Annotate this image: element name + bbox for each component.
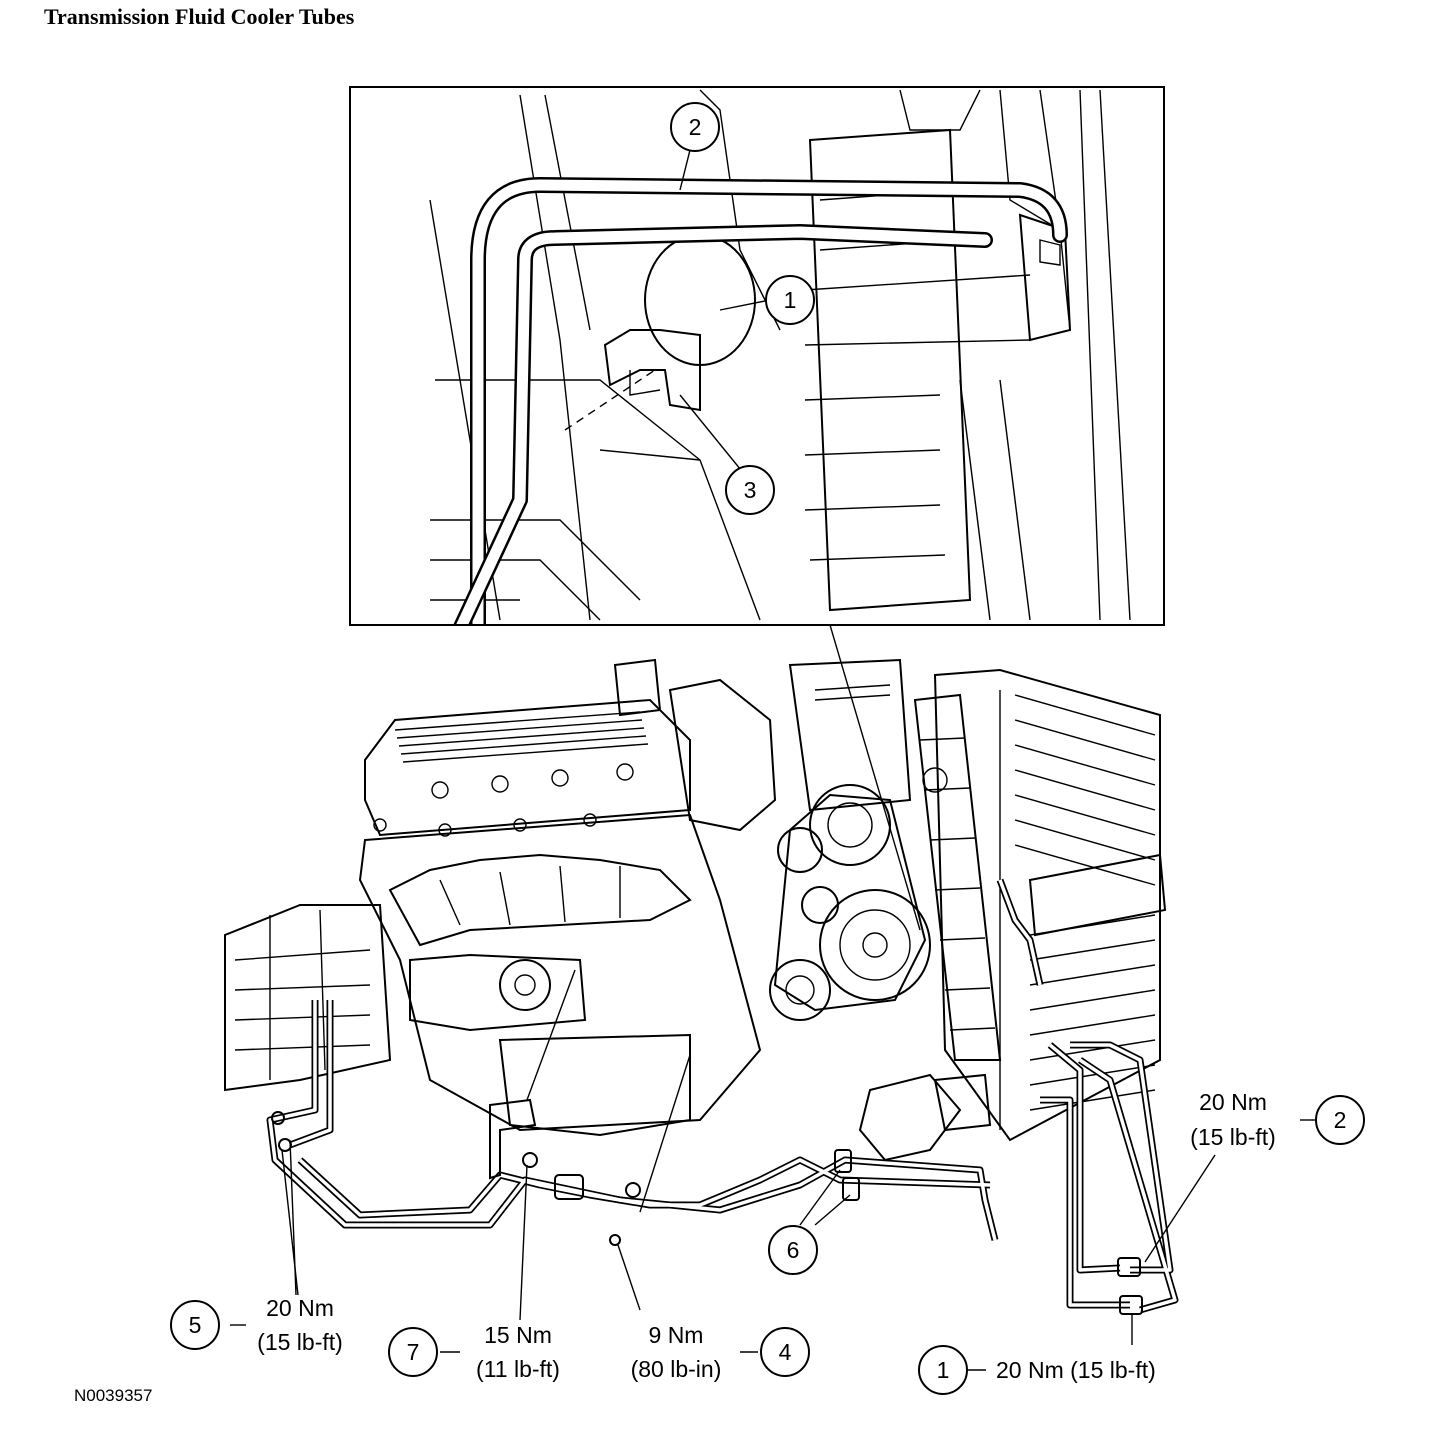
torque-4-nm: 9 Nm [649,1322,704,1348]
cooler-tubes [266,878,1179,1315]
callout-1: 1 20 Nm (15 lb-ft) [918,1345,1156,1395]
detail-callout-1: 1 [765,275,815,325]
callout-6: 6 [768,1225,818,1275]
torque-7-nm: 15 Nm [484,1322,552,1348]
svg-text:4: 4 [779,1339,792,1365]
torque-2-lbft: (15 lb-ft) [1190,1124,1276,1150]
page-title: Transmission Fluid Cooler Tubes [44,4,355,29]
svg-text:2: 2 [689,114,702,140]
torque-5-lbft: (15 lb-ft) [257,1329,343,1355]
svg-text:3: 3 [744,477,757,503]
callout-7: 7 15 Nm (11 lb-ft) [388,1322,560,1382]
torque-4-lbin: (80 lb-in) [631,1356,722,1382]
svg-text:1: 1 [937,1357,950,1383]
svg-text:6: 6 [787,1237,800,1263]
callout-4: 4 9 Nm (80 lb-in) [631,1322,810,1382]
svg-text:7: 7 [407,1339,420,1365]
svg-text:1: 1 [784,287,797,313]
figure-id: N0039357 [74,1386,153,1405]
engine-assembly [224,658,1167,1162]
torque-7-lbft: (11 lb-ft) [476,1356,560,1382]
callout-leaders [230,969,1315,1371]
torque-1: 20 Nm (15 lb-ft) [996,1357,1156,1383]
detail-callout-3: 3 [725,465,775,515]
inset-leader-line [829,624,921,931]
callout-2: 2 20 Nm (15 lb-ft) [1190,1089,1365,1150]
torque-2-nm: 20 Nm [1199,1089,1267,1115]
callout-5: 5 20 Nm (15 lb-ft) [170,1295,343,1355]
detail-inset: 2 1 3 [349,86,1165,626]
svg-text:2: 2 [1334,1107,1347,1133]
torque-5-nm: 20 Nm [266,1295,334,1321]
detail-callout-2: 2 [670,102,720,152]
svg-text:5: 5 [189,1312,202,1338]
